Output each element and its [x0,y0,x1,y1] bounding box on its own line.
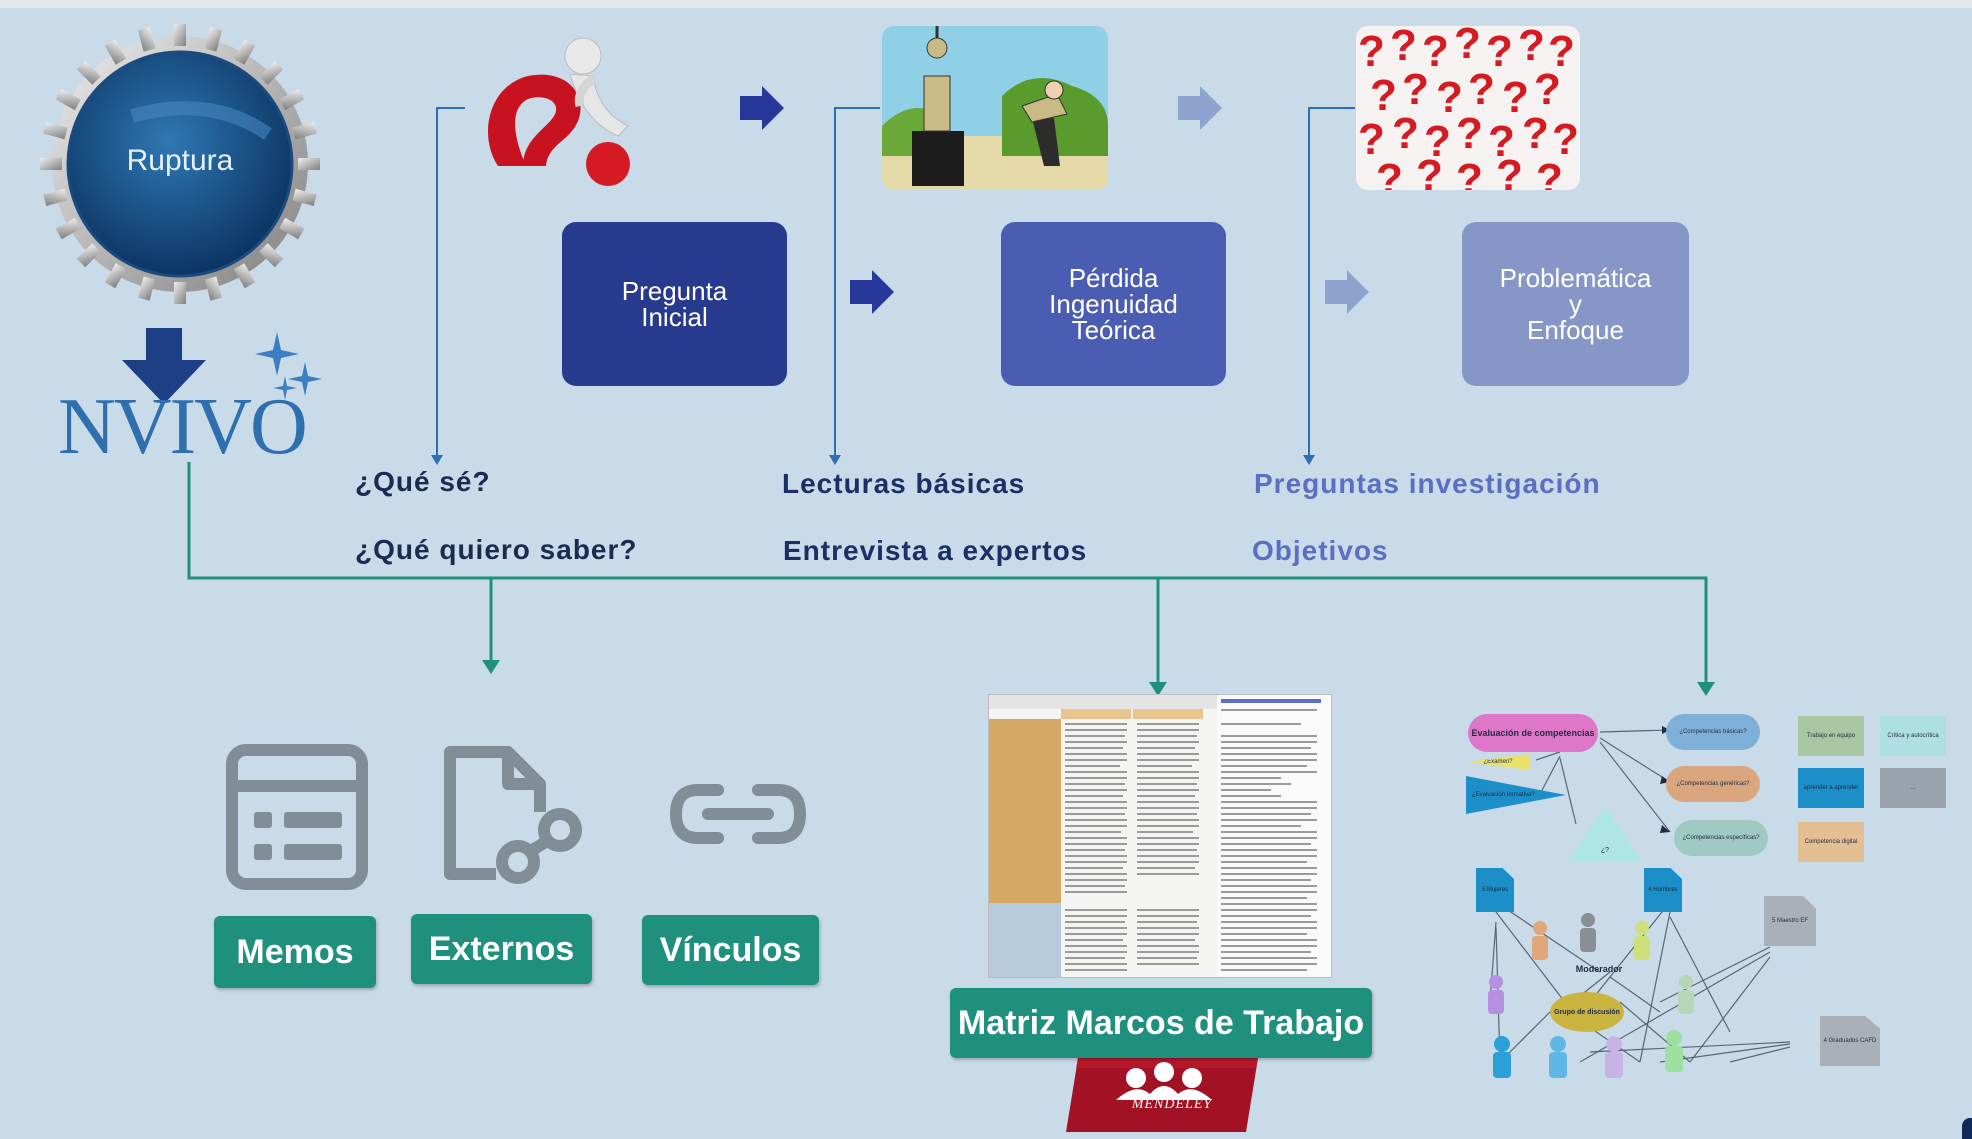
mindmap-diagram: Evaluación de competencias ¿Competencias… [1460,702,1950,1102]
arrow-right-icon [1178,86,1222,130]
mindmap-node: ¿Competencias básicas? [1666,714,1760,750]
svg-text:?: ? [1436,73,1463,122]
mindmap-node: ¿Competencias específicas? [1674,820,1768,856]
mindmap-tag: aprender a aprender [1798,768,1864,808]
mindmap-moderator: Moderador [1575,964,1623,974]
mendeley-logo-text: MENDELEY [1131,1097,1213,1112]
vinculos-button[interactable]: Vínculos [642,915,819,985]
svg-text:?: ? [1522,109,1549,158]
svg-text:?: ? [1534,65,1561,114]
svg-text:?: ? [1456,109,1483,158]
gear-icon [40,24,320,304]
mindmap-tag: Crítica y autocrítica [1880,716,1946,756]
svg-text:?: ? [1496,151,1523,190]
svg-text:?: ? [1376,155,1403,190]
svg-text:?: ? [1422,27,1449,76]
arrow-right-icon [740,86,784,130]
top-border [0,0,1972,8]
externos-button[interactable]: Externos [411,914,592,984]
question-marks-image: ??????? ?????? ??????? ????? [1356,26,1580,190]
step-box-pregunta-inicial: Pregunta Inicial [562,222,787,386]
mindmap-center: Evaluación de competencias [1468,714,1598,752]
matriz-marcos-button[interactable]: Matriz Marcos de Trabajo [950,988,1372,1058]
corner-mark [1962,1118,1972,1139]
statue-cartoon-image [882,26,1108,190]
svg-text:?: ? [1488,117,1515,166]
svg-text:?: ? [1370,71,1397,120]
matrix-screenshot [988,694,1332,978]
col1-line2: ¿Qué quiero saber? [355,534,638,565]
svg-text:?: ? [1552,115,1579,164]
mindmap-node: ¿Competencias genéricas? [1666,766,1760,802]
step-box-problematica: Problemática y Enfoque [1462,222,1689,386]
svg-text:?: ? [1390,26,1417,70]
svg-text:?: ? [1548,27,1575,76]
svg-text:?: ? [1424,117,1451,166]
arrow-down-icon [122,328,206,404]
mindmap-group: Grupo de discusión [1550,992,1624,1032]
ruptura-gear: Ruptura [40,24,320,304]
svg-text:?: ? [1536,155,1563,190]
sparkle-icon [255,332,322,400]
memo-icon [226,744,368,890]
svg-text:?: ? [1416,151,1443,190]
mindmap-people: 5 Maestro EF [1764,896,1816,946]
thinking-figure-image [468,26,698,191]
svg-text:?: ? [1402,65,1429,114]
arrow-right-icon [850,270,894,314]
svg-text:?: ? [1392,109,1419,158]
nvivo-logo: NVIVO [58,383,308,471]
mindmap-people: 4 Hombres [1644,868,1682,912]
col3-line1: Preguntas investigación [1254,468,1601,499]
ruptura-label: Ruptura [126,144,234,177]
step-box-perdida-ingenuidad: Pérdida Ingenuidad Teórica [1001,222,1226,386]
arrow-right-icon [1325,270,1369,314]
link-icon [669,784,807,844]
col2-line1: Lecturas básicas [782,468,1026,499]
svg-text:?: ? [1358,27,1385,76]
mindmap-tag: ... [1880,768,1946,808]
svg-text:?: ? [1456,155,1483,190]
mindmap-people: 5 Mujeres [1476,868,1514,912]
mindmap-tag: Competencia digital [1798,822,1864,862]
external-file-icon [444,746,582,884]
svg-text:?: ? [1454,26,1481,68]
mindmap-people: 4 Graduados CAFD [1820,1016,1880,1066]
svg-text:?: ? [1358,115,1385,164]
col1-line1: ¿Qué sé? [355,466,491,497]
col3-line2: Objetivos [1252,535,1389,566]
svg-text:?: ? [1468,65,1495,114]
svg-text:?: ? [1502,73,1529,122]
memos-button[interactable]: Memos [214,916,376,988]
svg-text:?: ? [1518,26,1545,70]
mindmap-tag: Trabajo en equipo [1798,716,1864,756]
col2-line2: Entrevista a expertos [783,535,1088,566]
svg-text:?: ? [1486,27,1513,76]
